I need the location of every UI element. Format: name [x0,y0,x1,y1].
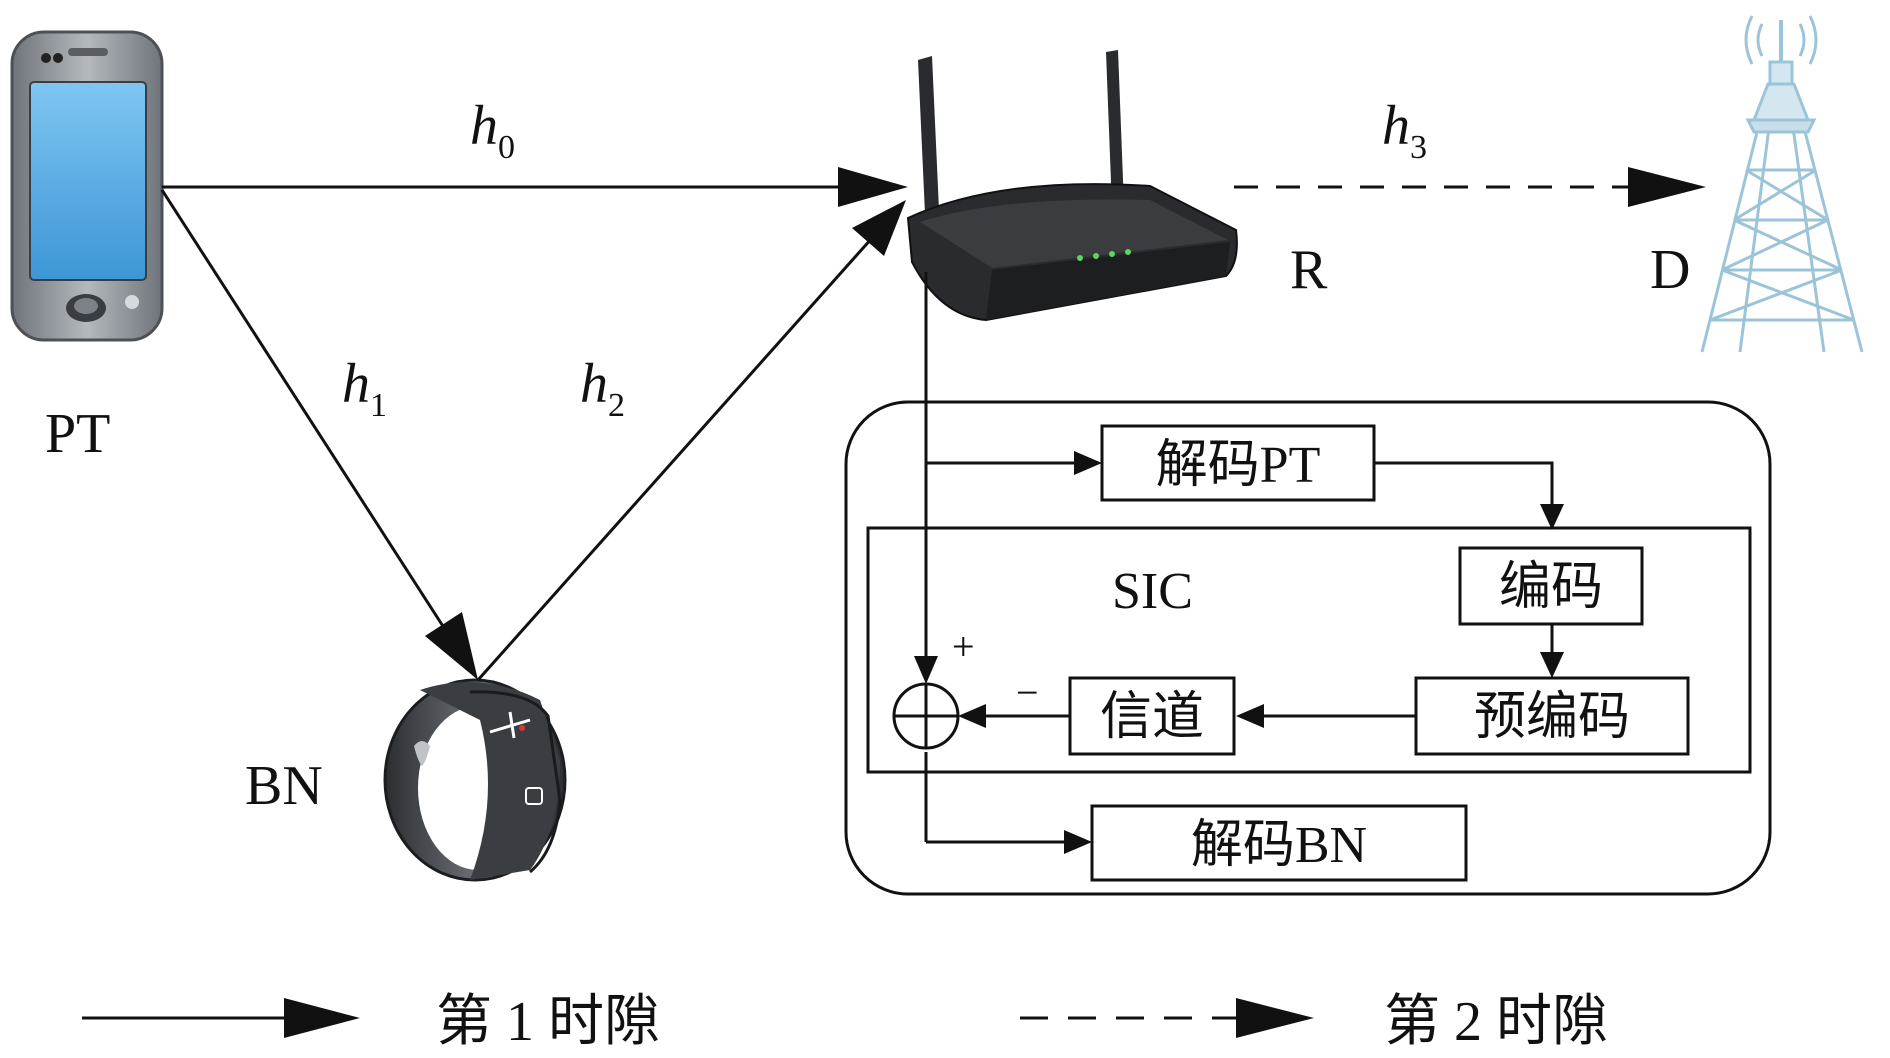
tower-icon [1700,15,1864,353]
bus-arrow [914,656,938,684]
relay-label: R [1290,239,1328,301]
decode-pt-box: 解码PT [1100,424,1376,502]
channel-label: 信道 [1100,689,1204,746]
adder-icon [892,682,960,750]
bn-label: BN [245,755,323,817]
minus-sign: − [1016,670,1039,715]
encode-box: 编码 [1458,546,1644,626]
wristband-icon [383,678,567,882]
encode-label: 编码 [1499,559,1603,616]
link-h1 [160,189,478,680]
legend-slot1-arrow [82,998,360,1038]
legend-slot2-label: 第 2 时隙 [1384,991,1608,1053]
precode-label: 预编码 [1474,689,1630,746]
link-h3 [1234,167,1706,207]
link-h0 [162,167,908,207]
channel-box: 信道 [1068,676,1236,756]
precode-box: 预编码 [1414,676,1690,756]
pt-label: PT [45,403,110,465]
decode-bn-box: 解码BN [1090,804,1468,882]
sic-block [866,526,1752,774]
sic-label: SIC [1112,563,1193,620]
link-h2 [476,200,906,681]
phone-icon [10,30,164,342]
h1-label: h1 [342,353,387,424]
dest-label: D [1650,239,1690,301]
receiver-panel [844,400,1772,896]
h3-label: h3 [1382,95,1427,166]
decode-bn-label: 解码BN [1191,817,1367,874]
plus-sign: + [952,624,975,669]
h2-label: h2 [580,353,625,424]
router-icon [906,50,1238,322]
legend-slot1-label: 第 1 时隙 [436,991,660,1053]
decode-pt-label: 解码PT [1156,437,1321,494]
legend-slot2-arrow [1020,998,1314,1038]
h0-label: h0 [470,95,515,166]
